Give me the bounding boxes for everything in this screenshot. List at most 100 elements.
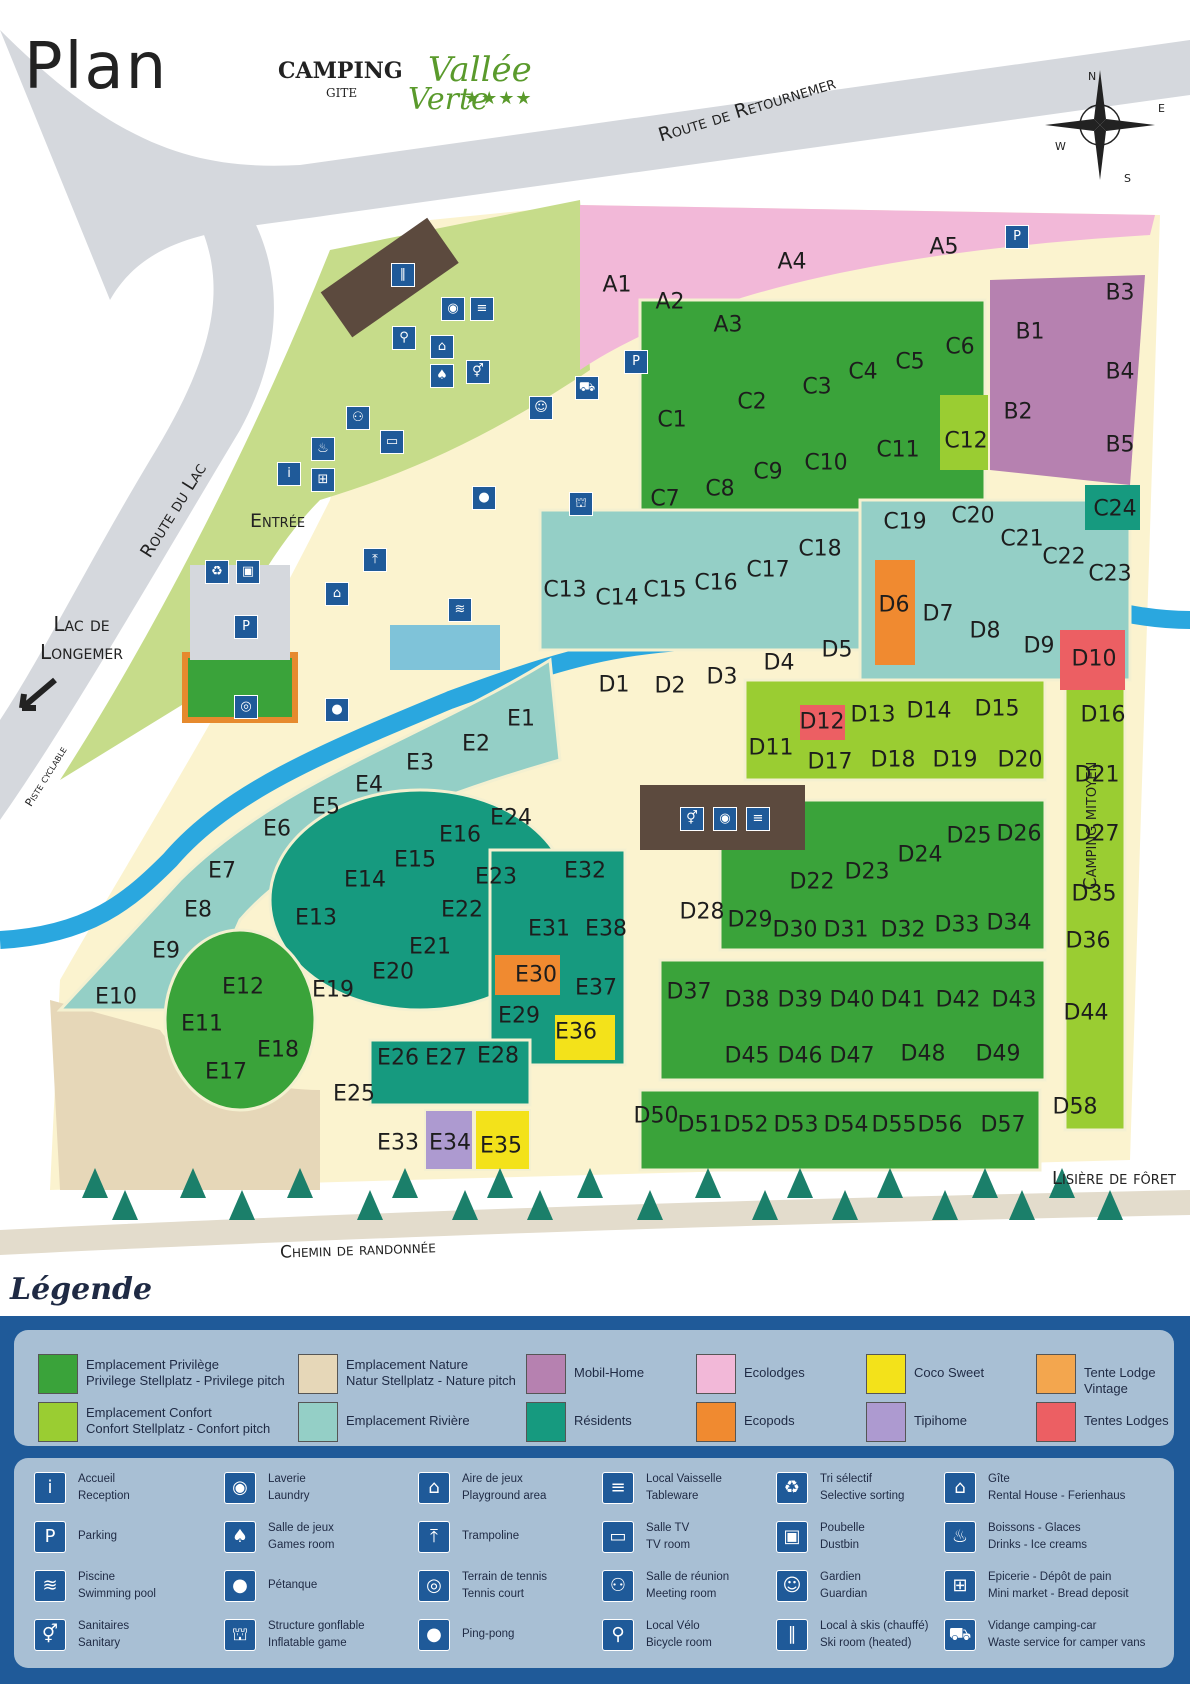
pitch-e18[interactable]: E18 [257, 1037, 299, 1063]
pitch-e36[interactable]: E36 [555, 1019, 597, 1045]
pitch-d1[interactable]: D1 [598, 672, 630, 698]
guardian-icon[interactable]: ☺ [529, 396, 553, 420]
pitch-c12[interactable]: C12 [944, 428, 988, 454]
pitch-c13[interactable]: C13 [543, 577, 587, 603]
pitch-b4[interactable]: B4 [1105, 359, 1135, 385]
meeting-icon[interactable]: ⚇ [346, 406, 370, 430]
pitch-d33[interactable]: D33 [934, 912, 980, 938]
pitch-e2[interactable]: E2 [462, 731, 490, 757]
pitch-e38[interactable]: E38 [585, 916, 627, 942]
pitch-d8[interactable]: D8 [969, 618, 1001, 644]
pitch-a4[interactable]: A4 [777, 249, 807, 275]
pitch-d6[interactable]: D6 [878, 592, 910, 618]
pitch-d43[interactable]: D43 [991, 987, 1037, 1013]
pitch-d27[interactable]: D27 [1074, 821, 1120, 847]
pitch-c17[interactable]: C17 [746, 557, 790, 583]
pitch-d32[interactable]: D32 [880, 917, 926, 943]
rental-house-icon[interactable]: ⌂ [430, 335, 454, 359]
camper-service-icon[interactable]: ⛟ [575, 376, 599, 400]
pitch-e22[interactable]: E22 [441, 897, 483, 923]
pitch-d51[interactable]: D51 [677, 1112, 723, 1138]
pitch-e28[interactable]: E28 [477, 1043, 519, 1069]
petanque-icon[interactable]: ● [472, 486, 496, 510]
pitch-e6[interactable]: E6 [263, 816, 291, 842]
pitch-d28[interactable]: D28 [679, 899, 725, 925]
pitch-d20[interactable]: D20 [997, 747, 1043, 773]
pitch-d31[interactable]: D31 [823, 917, 869, 943]
pitch-e10[interactable]: E10 [95, 984, 137, 1010]
pitch-c15[interactable]: C15 [643, 577, 687, 603]
pitch-c9[interactable]: C9 [753, 459, 783, 485]
pitch-d58[interactable]: D58 [1052, 1094, 1098, 1120]
drinks-icon[interactable]: ♨ [311, 437, 335, 461]
pitch-b1[interactable]: B1 [1015, 319, 1045, 345]
pitch-c23[interactable]: C23 [1088, 561, 1132, 587]
pitch-e25[interactable]: E25 [333, 1081, 375, 1107]
pitch-e15[interactable]: E15 [394, 847, 436, 873]
sanitary-icon[interactable]: ⚥ [466, 360, 490, 384]
pitch-d19[interactable]: D19 [932, 747, 978, 773]
pitch-e35[interactable]: E35 [480, 1133, 522, 1159]
inflatable-icon[interactable]: ⛫ [569, 492, 593, 516]
ski-room-icon[interactable]: ∥ [391, 263, 415, 287]
pitch-e16[interactable]: E16 [439, 822, 481, 848]
bicycle-icon[interactable]: ⚲ [392, 326, 416, 350]
pitch-d7[interactable]: D7 [922, 601, 954, 627]
tableware-icon[interactable]: ≡ [470, 297, 494, 321]
pitch-d15[interactable]: D15 [974, 696, 1020, 722]
pitch-d41[interactable]: D41 [880, 987, 926, 1013]
pitch-e30[interactable]: E30 [515, 962, 557, 988]
parking-icon[interactable]: P [234, 615, 258, 639]
pitch-d38[interactable]: D38 [724, 987, 770, 1013]
pitch-c20[interactable]: C20 [951, 503, 995, 529]
pitch-e9[interactable]: E9 [152, 938, 180, 964]
pitch-d53[interactable]: D53 [773, 1112, 819, 1138]
pitch-e5[interactable]: E5 [312, 794, 340, 820]
pitch-d21[interactable]: D21 [1074, 762, 1120, 788]
pitch-c14[interactable]: C14 [595, 585, 639, 611]
pitch-c4[interactable]: C4 [848, 359, 878, 385]
pitch-d2[interactable]: D2 [654, 673, 686, 699]
pitch-d46[interactable]: D46 [777, 1043, 823, 1069]
pitch-d9[interactable]: D9 [1023, 633, 1055, 659]
pitch-e23[interactable]: E23 [475, 864, 517, 890]
pitch-d37[interactable]: D37 [666, 979, 712, 1005]
tableware-icon[interactable]: ≡ [746, 807, 770, 831]
pitch-d45[interactable]: D45 [724, 1043, 770, 1069]
pitch-e8[interactable]: E8 [184, 897, 212, 923]
pitch-d25[interactable]: D25 [946, 823, 992, 849]
pitch-d24[interactable]: D24 [897, 842, 943, 868]
pitch-d55[interactable]: D55 [871, 1112, 917, 1138]
pitch-e24[interactable]: E24 [490, 805, 532, 831]
pitch-d30[interactable]: D30 [772, 917, 818, 943]
pitch-a2[interactable]: A2 [655, 289, 685, 315]
pitch-d44[interactable]: D44 [1063, 1000, 1109, 1026]
pitch-e12[interactable]: E12 [222, 974, 264, 1000]
pitch-d40[interactable]: D40 [829, 987, 875, 1013]
parking-icon[interactable]: P [1005, 225, 1029, 249]
pitch-b5[interactable]: B5 [1105, 432, 1135, 458]
pitch-c8[interactable]: C8 [705, 476, 735, 502]
playground-icon[interactable]: ⌂ [325, 582, 349, 606]
pitch-d11[interactable]: D11 [748, 735, 794, 761]
pitch-d16[interactable]: D16 [1080, 702, 1126, 728]
pitch-e14[interactable]: E14 [344, 867, 386, 893]
pitch-d17[interactable]: D17 [807, 749, 853, 775]
pitch-a5[interactable]: A5 [929, 234, 959, 260]
pitch-d57[interactable]: D57 [980, 1112, 1026, 1138]
pitch-a1[interactable]: A1 [602, 272, 632, 298]
pitch-d54[interactable]: D54 [823, 1112, 869, 1138]
pitch-c5[interactable]: C5 [895, 349, 925, 375]
pitch-d22[interactable]: D22 [789, 869, 835, 895]
pitch-d50[interactable]: D50 [633, 1103, 679, 1129]
pitch-c16[interactable]: C16 [694, 570, 738, 596]
pitch-c18[interactable]: C18 [798, 536, 842, 562]
pitch-d3[interactable]: D3 [706, 664, 738, 690]
pitch-d36[interactable]: D36 [1065, 928, 1111, 954]
pitch-c11[interactable]: C11 [876, 437, 920, 463]
pitch-d56[interactable]: D56 [917, 1112, 963, 1138]
grocery-icon[interactable]: ⊞ [311, 468, 335, 492]
pitch-c21[interactable]: C21 [1000, 526, 1044, 552]
pitch-e20[interactable]: E20 [372, 959, 414, 985]
sanitary-icon[interactable]: ⚥ [680, 807, 704, 831]
